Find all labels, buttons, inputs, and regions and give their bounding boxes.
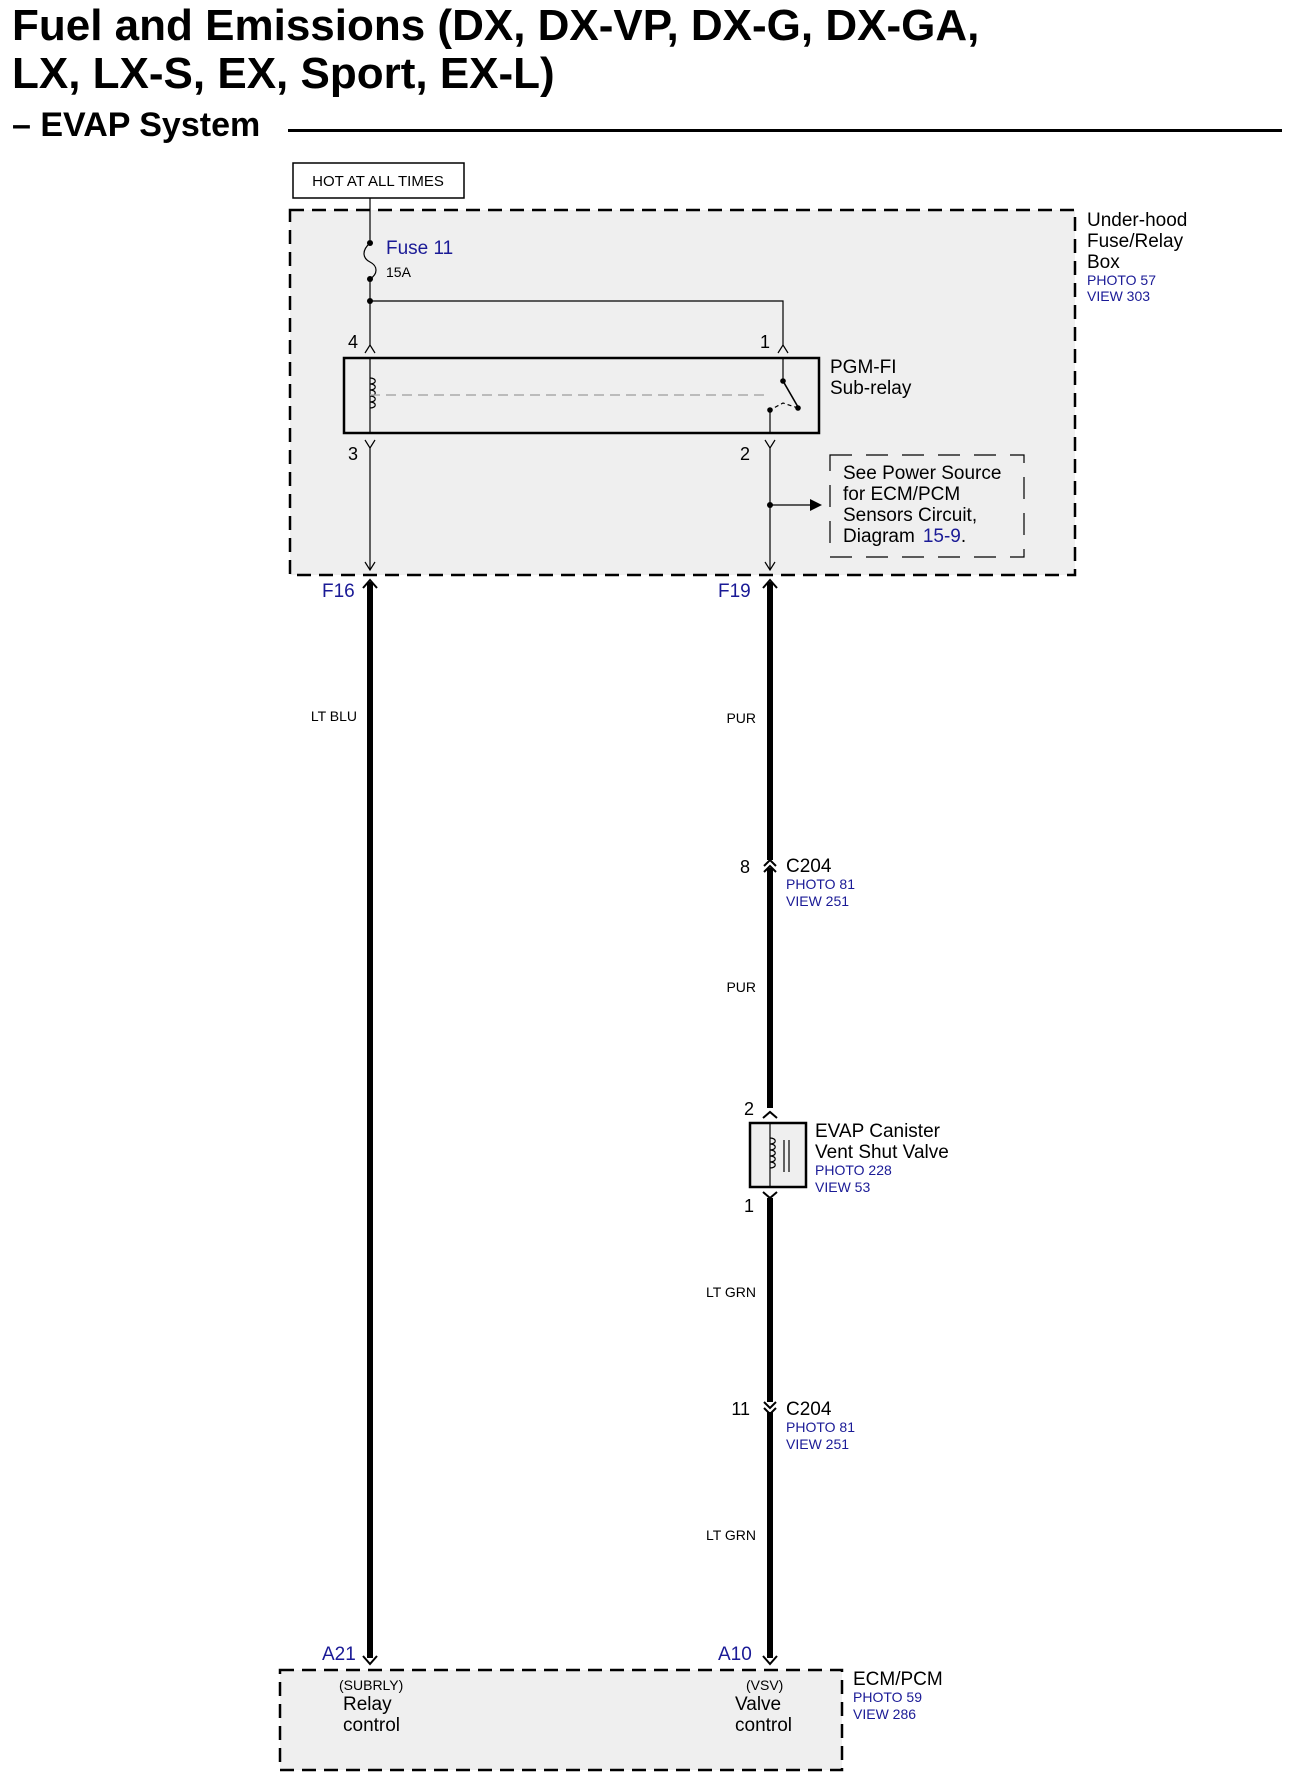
ecm-right-line-2: control bbox=[735, 1715, 792, 1736]
ecm-left-code: (SUBRLY) bbox=[339, 1677, 403, 1693]
ecm-right-line-1: Valve bbox=[735, 1694, 781, 1715]
ecm-photo[interactable]: PHOTO 59 bbox=[853, 1689, 922, 1705]
c204-photo-2[interactable]: PHOTO 81 bbox=[786, 1419, 855, 1435]
c204-pin-8-lower bbox=[763, 864, 777, 873]
fuse-relay-box-name-2: Fuse/Relay bbox=[1087, 231, 1184, 252]
title-line-1: Fuel and Emissions (DX, DX-VP, DX-G, DX-… bbox=[12, 1, 980, 50]
terminal-f16-marker bbox=[362, 578, 378, 589]
c204-view-1[interactable]: VIEW 251 bbox=[786, 893, 849, 909]
fuse-rating: 15A bbox=[386, 264, 412, 280]
ecm-name: ECM/PCM bbox=[853, 1669, 943, 1690]
c204-name-1: C204 bbox=[786, 856, 832, 877]
valve-pin-2-marker bbox=[762, 1110, 778, 1119]
wire-right-color-4: LT GRN bbox=[706, 1527, 756, 1543]
note-diagram-ref[interactable]: 15-9 bbox=[923, 526, 961, 547]
fuse-symbol bbox=[363, 242, 377, 280]
relay-contact-bottom-path bbox=[769, 402, 799, 411]
c204-view-2[interactable]: VIEW 251 bbox=[786, 1436, 849, 1452]
note-line-3: Sensors Circuit, bbox=[843, 505, 977, 526]
fuse-relay-box-photo[interactable]: PHOTO 57 bbox=[1087, 272, 1156, 288]
valve-pin-2: 2 bbox=[744, 1099, 754, 1119]
relay-feed-wire bbox=[370, 300, 784, 345]
ecm-right-code: (VSV) bbox=[746, 1677, 783, 1693]
relay-coil bbox=[369, 377, 376, 409]
relay-pin-1: 1 bbox=[760, 332, 770, 352]
valve-photo[interactable]: PHOTO 228 bbox=[815, 1162, 892, 1178]
power-source-box bbox=[292, 162, 465, 199]
wire-right-color-1: PUR bbox=[726, 710, 756, 726]
valve-pin-1: 1 bbox=[744, 1196, 754, 1216]
relay-switch-blade bbox=[782, 380, 799, 408]
terminal-f16[interactable]: F16 bbox=[322, 581, 355, 602]
terminal-a21-marker bbox=[362, 1655, 378, 1666]
terminal-a10[interactable]: A10 bbox=[718, 1644, 752, 1665]
note-diagram-prefix: Diagram bbox=[843, 526, 915, 547]
title-line-2: LX, LX-S, EX, Sport, EX-L) bbox=[12, 49, 555, 98]
ecm-left-line-1: Relay bbox=[343, 1694, 392, 1715]
valve-view[interactable]: VIEW 53 bbox=[815, 1179, 870, 1195]
c204-pin-8-upper bbox=[763, 858, 777, 867]
terminal-f19[interactable]: F19 bbox=[718, 581, 751, 602]
fuse-relay-box-name-1: Under-hood bbox=[1087, 210, 1187, 231]
box-exit-left-marker bbox=[364, 561, 376, 572]
relay-pin-3: 3 bbox=[348, 444, 358, 464]
note-arrow-head bbox=[810, 499, 822, 511]
ecm-left-line-2: control bbox=[343, 1715, 400, 1736]
c204-name-2: C204 bbox=[786, 1399, 832, 1420]
valve-coil bbox=[769, 1137, 776, 1169]
wire-left-color: LT BLU bbox=[311, 708, 357, 724]
valve-body bbox=[748, 1121, 808, 1189]
wire-right-color-2: PUR bbox=[726, 979, 756, 995]
relay-name-2: Sub-relay bbox=[830, 378, 912, 399]
subtitle-rule bbox=[288, 129, 1282, 132]
c204-pin-11: 11 bbox=[731, 1399, 750, 1419]
c204-pin-8: 8 bbox=[740, 857, 750, 877]
note-line-1: See Power Source bbox=[843, 463, 1001, 484]
note-line-2: for ECM/PCM bbox=[843, 484, 960, 505]
c204-photo-1[interactable]: PHOTO 81 bbox=[786, 876, 855, 892]
fuse-name[interactable]: Fuse 11 bbox=[386, 238, 453, 259]
page-subtitle: – EVAP System bbox=[12, 106, 261, 144]
wire-right-color-3: LT GRN bbox=[706, 1284, 756, 1300]
ecm-view[interactable]: VIEW 286 bbox=[853, 1706, 916, 1722]
note-line-4: Diagram 15-9. bbox=[843, 526, 966, 547]
c204-pin-11-upper bbox=[763, 1401, 777, 1410]
relay-pin-2: 2 bbox=[740, 444, 750, 464]
note-box bbox=[829, 454, 1025, 558]
fuse-relay-box-view[interactable]: VIEW 303 bbox=[1087, 288, 1150, 304]
page-title: Fuel and Emissions (DX, DX-VP, DX-G, DX-… bbox=[12, 2, 979, 98]
power-source-label: HOT AT ALL TIMES bbox=[312, 173, 444, 190]
pin-1-marker bbox=[777, 343, 789, 354]
relay-name-1: PGM-FI bbox=[830, 357, 897, 378]
fuse-relay-box-name-3: Box bbox=[1087, 252, 1120, 273]
relay-pin-4: 4 bbox=[348, 332, 358, 352]
terminal-f19-marker bbox=[762, 578, 778, 589]
note-diagram-suffix: . bbox=[961, 526, 966, 547]
valve-name-1: EVAP Canister bbox=[815, 1121, 941, 1142]
box-exit-right-marker bbox=[764, 561, 776, 572]
terminal-a21[interactable]: A21 bbox=[322, 1644, 356, 1665]
terminal-a10-marker bbox=[762, 1655, 778, 1666]
valve-pin-1-marker bbox=[762, 1191, 778, 1200]
pin-4-marker bbox=[364, 343, 376, 354]
valve-name-2: Vent Shut Valve bbox=[815, 1142, 949, 1163]
ecm-box bbox=[278, 1668, 844, 1772]
